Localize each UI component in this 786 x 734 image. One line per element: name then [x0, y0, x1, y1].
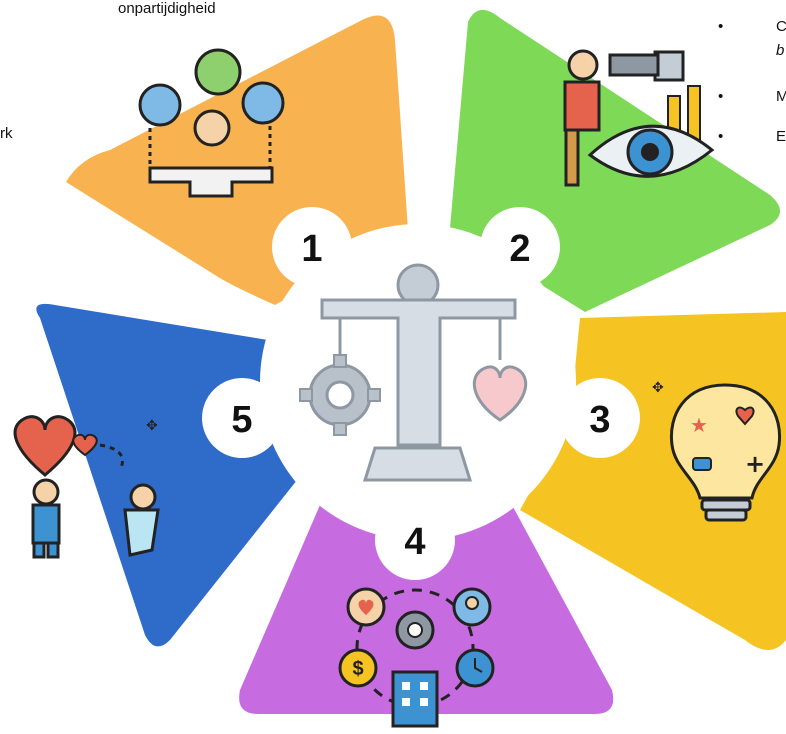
svg-text:$: $: [352, 658, 363, 680]
number-bubble-1: 1: [272, 207, 352, 287]
sparkle-icon: ✥: [652, 380, 664, 396]
bullet-text: C: [776, 18, 786, 35]
bullet-marker: •: [718, 128, 724, 145]
balance-person-gear-heart-icon: [299, 263, 528, 482]
lightbulb-puzzle-icon: ★ +: [669, 383, 782, 522]
number-3: 3: [589, 399, 610, 441]
segment-4: [239, 505, 614, 714]
bullet-marker: •: [718, 18, 724, 35]
number-bubble-5: 5: [202, 378, 282, 458]
bullet-text-continuation: b: [776, 42, 785, 59]
number-bubble-4: 4: [375, 500, 455, 580]
impartial-person-with-world-icons: [138, 48, 285, 198]
left-fragment-text: rk: [0, 125, 13, 142]
number-bubble-2: 2: [480, 207, 560, 287]
number-bubble-3: 3: [560, 378, 640, 458]
people-sharing-heart-icon: [13, 415, 160, 559]
bullet-text: M: [776, 88, 786, 105]
svg-text:+: +: [745, 450, 765, 478]
number-2: 2: [509, 228, 530, 270]
sparkle-icon: ✥: [146, 418, 158, 434]
person-with-telescope-and-eye-icon: [563, 49, 715, 187]
svg-text:★: ★: [690, 413, 708, 437]
number-1: 1: [301, 228, 322, 270]
organisation-network-icon: $: [338, 587, 495, 728]
bullet-text: E: [776, 128, 786, 145]
bullet-marker: •: [718, 88, 724, 105]
top-label: onpartijdigheid: [118, 0, 216, 17]
gear-icon: [299, 354, 381, 436]
number-4: 4: [404, 521, 425, 563]
segment-4-shape: [239, 505, 614, 714]
heart-icon: [472, 365, 528, 422]
number-5: 5: [231, 399, 252, 441]
